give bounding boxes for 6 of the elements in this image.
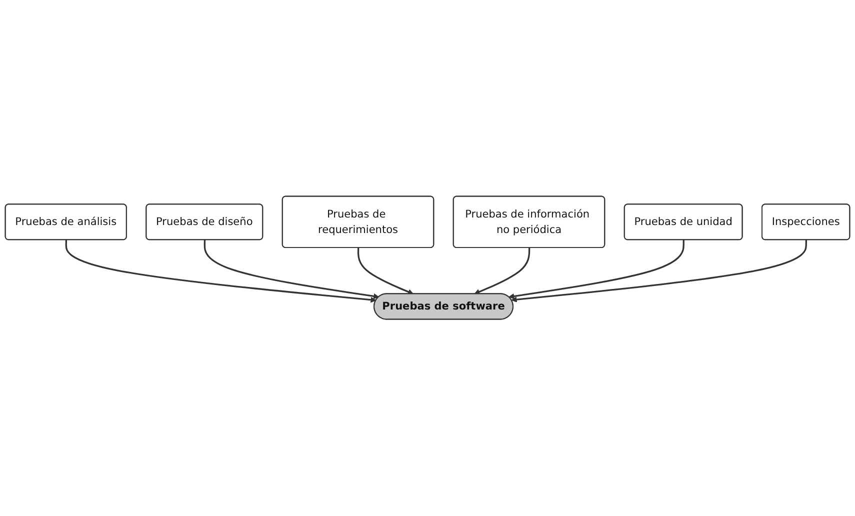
arrow [474,248,530,295]
arrow [357,248,414,295]
arrow [511,240,807,303]
arrow [508,240,684,300]
arrow [65,240,376,303]
arrow [204,240,380,300]
